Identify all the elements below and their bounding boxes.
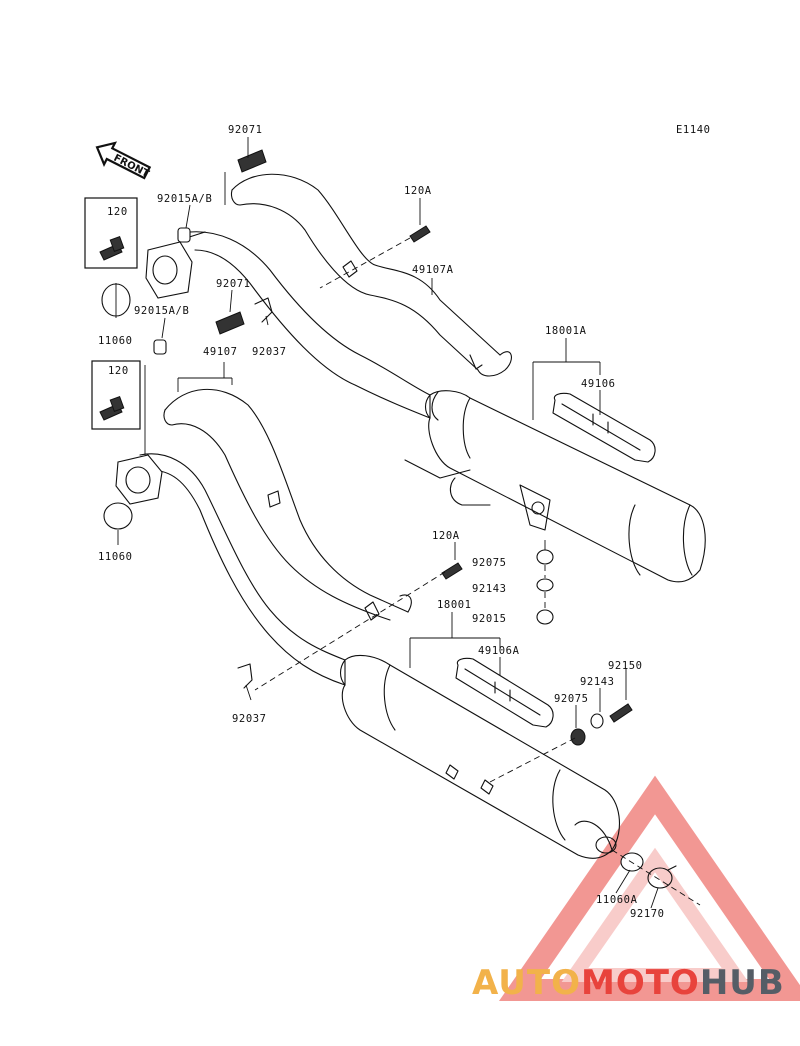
label-49107: 49107: [203, 346, 238, 358]
label-92075-bot: 92075: [554, 693, 589, 705]
diagram-code: E1140: [676, 124, 711, 136]
label-11060-top: 11060: [98, 335, 133, 347]
label-18001a: 18001A: [545, 325, 587, 337]
label-92170: 92170: [630, 908, 665, 920]
label-120-mid: 120: [108, 365, 129, 377]
watermark-auto: AUTO: [472, 963, 581, 1003]
bolt-120-upper: [99, 236, 125, 261]
collar-92015ab-upper: [177, 227, 191, 243]
watermark-moto: MOTO: [581, 963, 700, 1003]
label-92143-top: 92143: [472, 583, 507, 595]
exhaust-pipe-lower: [139, 388, 412, 686]
clamp-92071-upper: [237, 149, 267, 173]
clamp-92170: [647, 865, 677, 889]
label-18001: 18001: [437, 599, 472, 611]
label-92037-top: 92037: [252, 346, 287, 358]
label-92015ab-top: 92015A/B: [157, 193, 212, 205]
damper-92075-upper: [536, 540, 554, 565]
callout-box-120-lower: [91, 360, 141, 430]
bracket-upper: [404, 459, 551, 531]
bolt-120a-upper: [409, 225, 431, 243]
label-49106a: 49106A: [478, 645, 520, 657]
label-92015-right: 92015: [472, 613, 507, 625]
collar-92015-right: [536, 609, 554, 625]
bolt-92150: [609, 703, 633, 723]
collar-92015ab-mid: [153, 339, 167, 355]
bolt-120-lower: [99, 396, 125, 421]
label-49107a: 49107A: [412, 264, 454, 276]
assembly-dashed-lines: [254, 237, 701, 906]
heat-shield-lower: [455, 657, 554, 728]
watermark-logo-text: AUTOMOTOHUB: [472, 963, 785, 1003]
label-92150: 92150: [608, 660, 643, 672]
clamp-92071-mid: [215, 311, 245, 335]
flange-upper: [145, 231, 206, 299]
watermark-hub: HUB: [700, 963, 785, 1003]
watermark-logo-triangle: [499, 775, 800, 1001]
exhaust-pipe-upper: [189, 173, 512, 419]
label-92071-mid: 92071: [216, 278, 251, 290]
label-92015ab-mid: 92015A/B: [134, 305, 189, 317]
label-49106: 49106: [581, 378, 616, 390]
svg-text:AUTOMOTOHUB: AUTOMOTOHUB: [472, 963, 785, 1003]
leader-lines: [115, 137, 659, 909]
muffler-lower: [339, 654, 620, 859]
gasket-11060-lower: [103, 502, 133, 530]
label-92143-bot: 92143: [580, 676, 615, 688]
front-arrow: FRONT: [95, 141, 152, 180]
clip-92037-upper: [254, 297, 273, 323]
label-92037-bot: 92037: [232, 713, 267, 725]
collar-92143-lower: [590, 713, 604, 729]
flange-lower: [115, 454, 163, 505]
label-92071-top: 92071: [228, 124, 263, 136]
damper-92075-lower: [570, 728, 586, 746]
bolt-120a-mid: [441, 562, 463, 580]
label-120a-mid: 120A: [432, 530, 460, 542]
heat-shield-upper: [552, 392, 656, 463]
collar-92143-upper: [536, 578, 554, 592]
clip-92037-lower: [237, 663, 253, 689]
label-11060a: 11060A: [596, 894, 638, 906]
label-120-top: 120: [107, 206, 128, 218]
callout-box-120-upper: [84, 197, 138, 269]
label-92075-top: 92075: [472, 557, 507, 569]
muffler-upper: [424, 390, 706, 583]
label-120a-top: 120A: [404, 185, 432, 197]
label-11060-bot: 11060: [98, 551, 133, 563]
